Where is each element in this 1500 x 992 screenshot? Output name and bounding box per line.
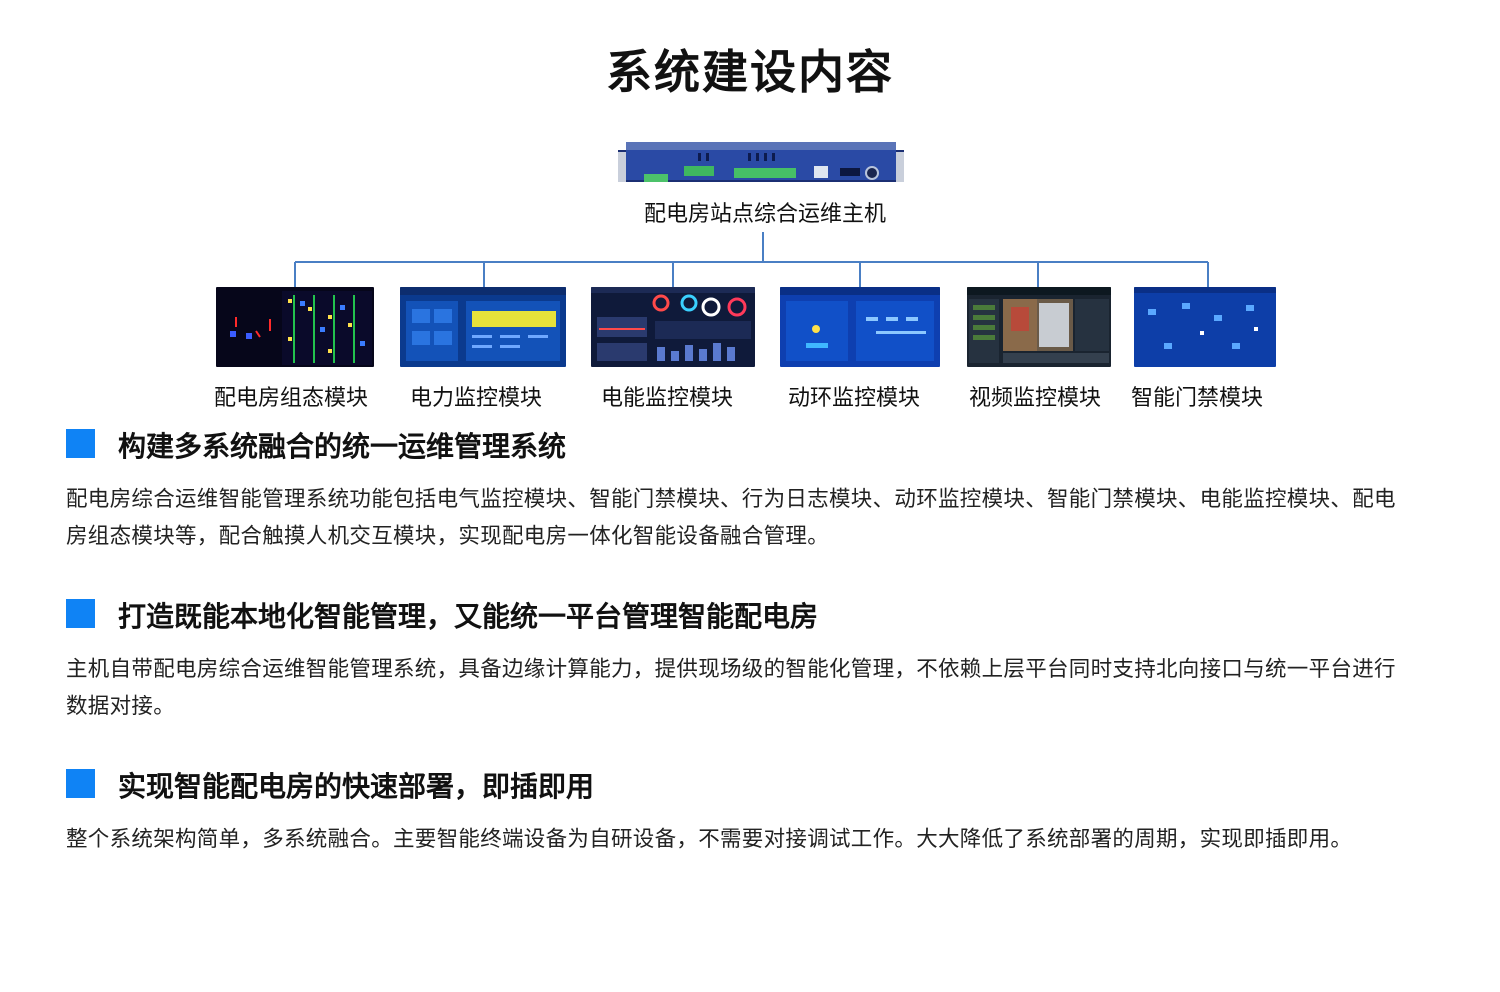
scada-diagram-screen — [216, 287, 374, 367]
module-label: 电能监控模块 — [601, 386, 734, 411]
module-label: 电力监控模块 — [410, 386, 543, 411]
power-dashboard-screen — [400, 287, 566, 367]
section-marker — [66, 429, 95, 458]
module-label: 智能门禁模块 — [1131, 386, 1264, 411]
video-camera-screen — [967, 287, 1111, 367]
section-marker — [66, 599, 95, 628]
module-label: 配电房组态模块 — [214, 386, 369, 411]
host-label: 配电房站点综合运维主机 — [643, 202, 886, 227]
section-body: 整个系统架构简单，多系统融合。主要智能终端设备为自研设备，不需要对接调试工作。大… — [66, 827, 1353, 852]
section-title: 构建多系统融合的统一运维管理系统 — [118, 430, 567, 463]
module-label: 视频监控模块 — [969, 386, 1102, 411]
energy-gauge-screen — [591, 287, 755, 367]
module-label: 动环监控模块 — [788, 386, 921, 411]
section-body: 主机自带配电房综合运维智能管理系统，具备边缘计算能力，提供现场级的智能化管理，不… — [66, 657, 1396, 719]
section-body: 配电房综合运维智能管理系统功能包括电气监控模块、智能门禁模块、行为日志模块、动环… — [66, 487, 1396, 549]
environment-monitor-screen — [780, 287, 940, 367]
section-title: 实现智能配电房的快速部署，即插即用 — [118, 770, 595, 803]
section-title: 打造既能本地化智能管理，又能统一平台管理智能配电房 — [118, 600, 819, 633]
page-title: 系统建设内容 — [606, 45, 894, 99]
rack-server-icon — [618, 140, 904, 186]
section-marker — [66, 769, 95, 798]
access-control-screen — [1134, 287, 1276, 367]
